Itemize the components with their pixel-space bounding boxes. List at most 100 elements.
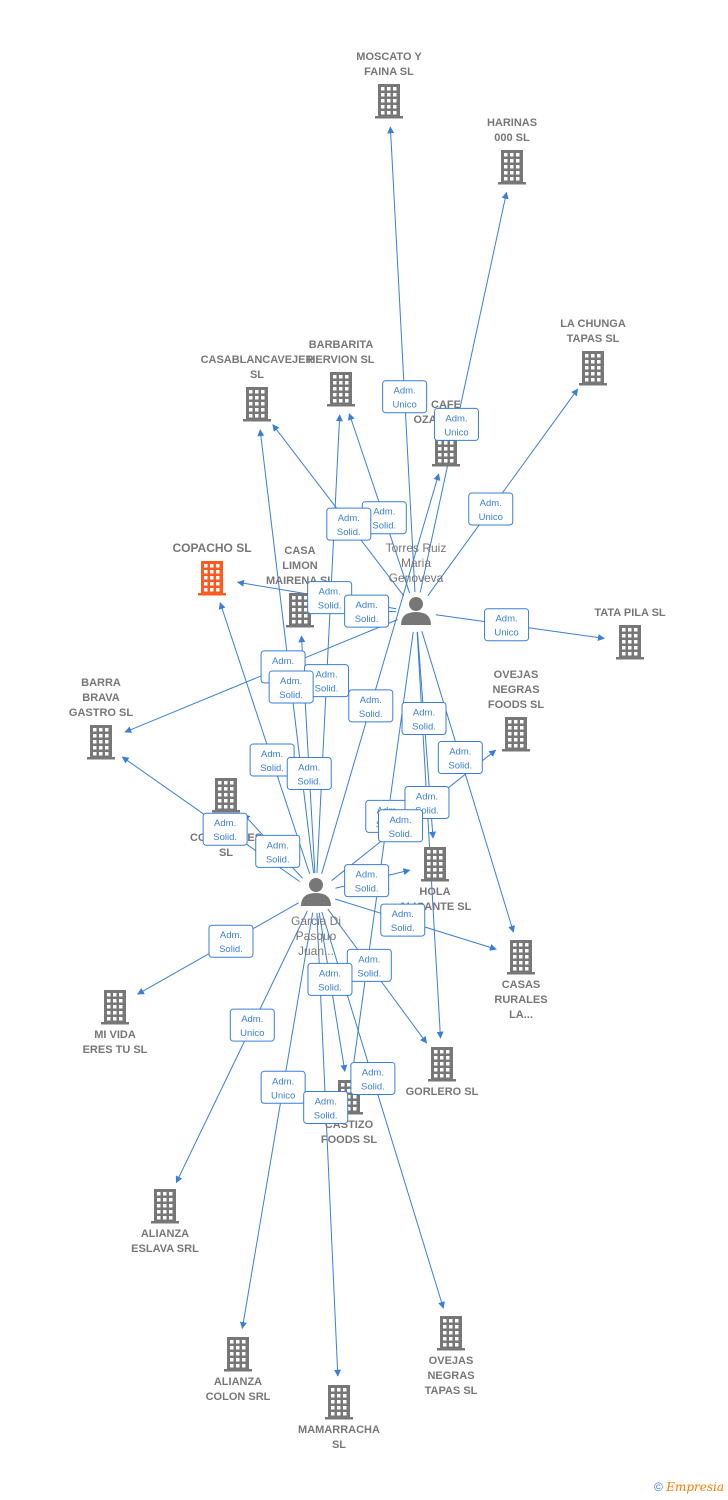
building-icon[interactable] bbox=[243, 387, 271, 422]
edge-label-torres-casalimon[interactable]: Adm.Solid. bbox=[344, 594, 390, 628]
edge-label-torres-casasrurales[interactable]: Adm.Solid. bbox=[437, 741, 483, 775]
edge-label-text: Adm.Unico bbox=[479, 498, 503, 523]
building-icon[interactable] bbox=[198, 561, 226, 596]
building-icon[interactable] bbox=[375, 84, 403, 119]
edge-label-text: Adm.Unico bbox=[271, 1076, 295, 1101]
edge-garcia-barbarita bbox=[316, 414, 343, 874]
edge-label-text: Adm.Solid. bbox=[213, 818, 237, 843]
edge-label-text: Adm.Solid. bbox=[318, 587, 342, 612]
building-icon[interactable] bbox=[507, 940, 535, 975]
edge-label-torres-hola[interactable]: Adm.Solid. bbox=[401, 702, 447, 736]
building-icon[interactable] bbox=[101, 990, 129, 1025]
building-icon[interactable] bbox=[498, 150, 526, 185]
edge-label-text: Adm.Solid. bbox=[297, 762, 321, 787]
edge-label-garcia-ovejasfoods[interactable]: Adm.Solid. bbox=[378, 809, 424, 843]
edge-label-garcia-casalimon[interactable]: Adm.Solid. bbox=[286, 756, 332, 790]
edge-garcia-copacho bbox=[218, 602, 311, 875]
edge-label-text: Adm.Unico bbox=[392, 386, 416, 411]
copyright-symbol: © bbox=[654, 1480, 663, 1494]
edge-label-text: Adm.Solid. bbox=[415, 792, 439, 817]
edge-label-text: Adm.Solid. bbox=[355, 870, 379, 895]
edge-label-text: Adm.Solid. bbox=[361, 1067, 385, 1092]
edge-label-garcia-ovejastapas[interactable]: Adm.Solid. bbox=[350, 1061, 396, 1095]
edge-label-torres-copacho[interactable]: Adm.Solid. bbox=[307, 581, 353, 615]
edge-garcia-alianzaeslava bbox=[175, 910, 308, 1184]
edge-label-torres-harinas[interactable]: Adm.Unico bbox=[433, 407, 479, 441]
edge-label-text: Adm.Solid. bbox=[391, 909, 415, 934]
building-icon[interactable] bbox=[286, 593, 314, 628]
edge-label-garcia-alianzaeslava[interactable]: Adm.Unico bbox=[229, 1008, 275, 1042]
building-icon[interactable] bbox=[212, 778, 240, 813]
footer-brand[interactable]: © Empresia bbox=[654, 1480, 724, 1494]
building-icon[interactable] bbox=[579, 351, 607, 386]
edge-label-torres-tatapila[interactable]: Adm.Unico bbox=[484, 608, 530, 642]
person-icon[interactable] bbox=[401, 597, 431, 625]
building-icon[interactable] bbox=[87, 725, 115, 760]
edge-label-garcia-cafeozama[interactable]: Adm.Solid. bbox=[348, 689, 394, 723]
edge-label-garcia-alianzacolon[interactable]: Adm.Unico bbox=[260, 1070, 306, 1104]
edge-labels-layer: Adm.UnicoAdm.UnicoAdm.UnicoAdm.Solid.Adm… bbox=[202, 380, 530, 1124]
edge-torres-gorlero bbox=[416, 631, 444, 1039]
edge-label-text: Adm.Solid. bbox=[318, 968, 342, 993]
edge-label-garcia-gorlero[interactable]: Adm.Solid. bbox=[346, 948, 392, 982]
brand-name: Empresia bbox=[666, 1480, 724, 1494]
edge-label-text: Adm.Solid. bbox=[355, 600, 379, 625]
edge-label-text: Adm.Unico bbox=[494, 614, 518, 639]
edge-label-garcia-mivida[interactable]: Adm.Solid. bbox=[208, 924, 254, 958]
edge-label-text: Adm.Solid. bbox=[357, 954, 381, 979]
building-icon[interactable] bbox=[502, 717, 530, 752]
edge-label-text: Adm.Solid. bbox=[279, 676, 303, 701]
edge-label-torres-lachunga[interactable]: Adm.Unico bbox=[468, 492, 514, 526]
edge-torres-moscato bbox=[387, 126, 416, 593]
edge-torres-lachunga bbox=[427, 388, 579, 597]
edge-torres-harinas bbox=[419, 191, 509, 593]
edge-label-text: Adm.Solid. bbox=[448, 747, 472, 772]
edge-label-text: Adm.Solid. bbox=[219, 930, 243, 955]
edge-label-text: Adm.Solid. bbox=[314, 1096, 338, 1121]
edge-label-text: Adm.Unico bbox=[240, 1014, 264, 1039]
edge-label-text: Adm.Solid. bbox=[260, 749, 284, 774]
edge-label-text: Adm.Solid. bbox=[389, 815, 413, 840]
edge-label-garcia-casablanca[interactable]: Adm.Solid. bbox=[268, 670, 314, 704]
edge-label-garcia-casasrurales[interactable]: Adm.Solid. bbox=[380, 903, 426, 937]
building-icon[interactable] bbox=[224, 1337, 252, 1372]
edge-label-text: Adm.Solid. bbox=[372, 507, 396, 532]
edge-label-garcia-coa[interactable]: Adm.Solid. bbox=[255, 834, 301, 868]
edge-garcia-alianzacolon bbox=[239, 912, 314, 1330]
edge-label-garcia-hola[interactable]: Adm.Solid. bbox=[344, 864, 390, 898]
building-icon[interactable] bbox=[437, 1316, 465, 1351]
company-label-gorlero: GORLERO SL bbox=[406, 1086, 479, 1098]
company-label-copacho: COPACHO SL bbox=[172, 541, 251, 555]
building-icon[interactable] bbox=[421, 847, 449, 882]
building-icon[interactable] bbox=[151, 1189, 179, 1224]
edges-layer bbox=[121, 126, 605, 1377]
building-icon[interactable] bbox=[616, 625, 644, 660]
edge-label-torres-casablanca[interactable]: Adm.Solid. bbox=[326, 507, 372, 541]
edge-label-garcia-barrabrava[interactable]: Adm.Solid. bbox=[202, 812, 248, 846]
edge-label-garcia-mamarracha[interactable]: Adm.Solid. bbox=[303, 1090, 349, 1124]
edge-torres-casasrurales bbox=[421, 630, 515, 933]
edge-label-garcia-copacho[interactable]: Adm.Solid. bbox=[249, 743, 295, 777]
building-icon[interactable] bbox=[428, 1047, 456, 1082]
building-icon[interactable] bbox=[327, 372, 355, 407]
edge-label-text: Adm.Solid. bbox=[359, 695, 383, 720]
edge-label-text: Adm.Unico bbox=[444, 413, 468, 438]
person-icon[interactable] bbox=[301, 878, 331, 906]
edge-label-garcia-castizo[interactable]: Adm.Solid. bbox=[307, 962, 353, 996]
building-icon[interactable] bbox=[325, 1385, 353, 1420]
edge-label-torres-moscato[interactable]: Adm.Unico bbox=[382, 380, 428, 414]
